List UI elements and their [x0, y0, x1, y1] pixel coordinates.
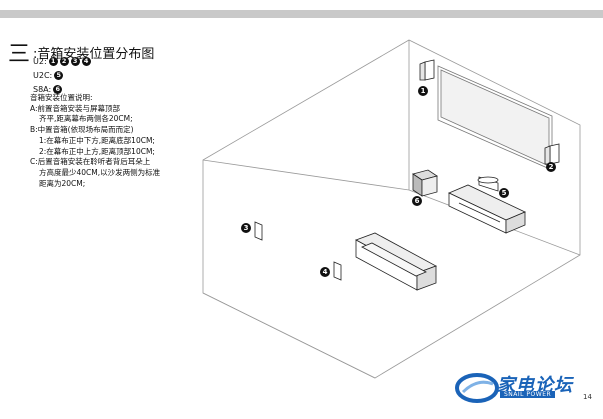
floor-left-edge	[202, 159, 410, 191]
notes-title: 音箱安装位置说明:	[30, 93, 93, 102]
rear-speaker-left	[254, 221, 263, 241]
note-line: 方高度最少40CM,以沙发两侧为标准	[39, 167, 161, 177]
room-outline	[202, 39, 581, 379]
logo-tagline: SNAIL POWER	[500, 391, 556, 398]
subwoofer	[412, 169, 438, 197]
legend-label: U2:	[33, 56, 47, 66]
legend-row-s8a: S8A: 6	[33, 82, 91, 96]
front-floor-edge	[202, 292, 376, 379]
forum-logo-icon	[455, 373, 499, 403]
note-line: 距离为20CM;	[39, 178, 86, 188]
rear-speaker-right	[333, 261, 342, 281]
marker-badge: 3	[70, 56, 80, 66]
note-line: 1:在幕布正中下方,距离底部10CM;	[39, 135, 155, 145]
marker-badge: 1	[48, 56, 58, 66]
legend-label: U2C:	[33, 70, 53, 80]
marker-5: 5	[499, 188, 509, 198]
note-line: 2:在幕布正中上方,距离顶部10CM;	[39, 146, 155, 156]
marker-badge: 6	[53, 84, 63, 94]
legend-row-u2: U2: 1 2 3 4	[33, 54, 91, 68]
center-speaker	[477, 176, 499, 192]
tv-console	[448, 184, 526, 234]
projection-screen	[437, 65, 553, 171]
installation-notes: 音箱安装位置说明: A:前置音箱安装与屏幕顶部 齐平,距离幕布两侧各20CM; …	[30, 93, 160, 189]
note-line: A:前置音箱安装与屏幕顶部	[30, 103, 121, 113]
logo-text: 家电论坛	[497, 375, 573, 396]
note-line: C:后置音箱安装在聆听者背后耳朵上	[30, 157, 151, 167]
marker-badge: 5	[54, 70, 64, 80]
note-line: 齐平,距离幕布两侧各20CM;	[39, 114, 133, 124]
marker-2: 2	[546, 162, 556, 172]
marker-6: 6	[412, 196, 422, 206]
marker-badge: 2	[59, 56, 69, 66]
marker-1: 1	[418, 86, 428, 96]
legend-row-u2c: U2C: 5	[33, 68, 91, 82]
front-speaker-left	[419, 59, 435, 81]
room-walls	[202, 39, 581, 379]
marker-3: 3	[241, 223, 251, 233]
note-line: B:中置音箱(依现场布局而而定)	[30, 125, 134, 135]
screen-surface	[440, 69, 550, 167]
front-speaker-right	[544, 143, 560, 165]
marker-4: 4	[320, 267, 330, 277]
marker-badge: 4	[81, 56, 91, 66]
top-bar	[0, 10, 603, 18]
sofa	[355, 232, 437, 291]
legend-label: S8A:	[33, 84, 52, 94]
speaker-legend: U2: 1 2 3 4 U2C: 5 S8A: 6	[33, 54, 91, 96]
section-numeral: 三	[8, 42, 31, 67]
page-number: 14	[583, 393, 592, 401]
